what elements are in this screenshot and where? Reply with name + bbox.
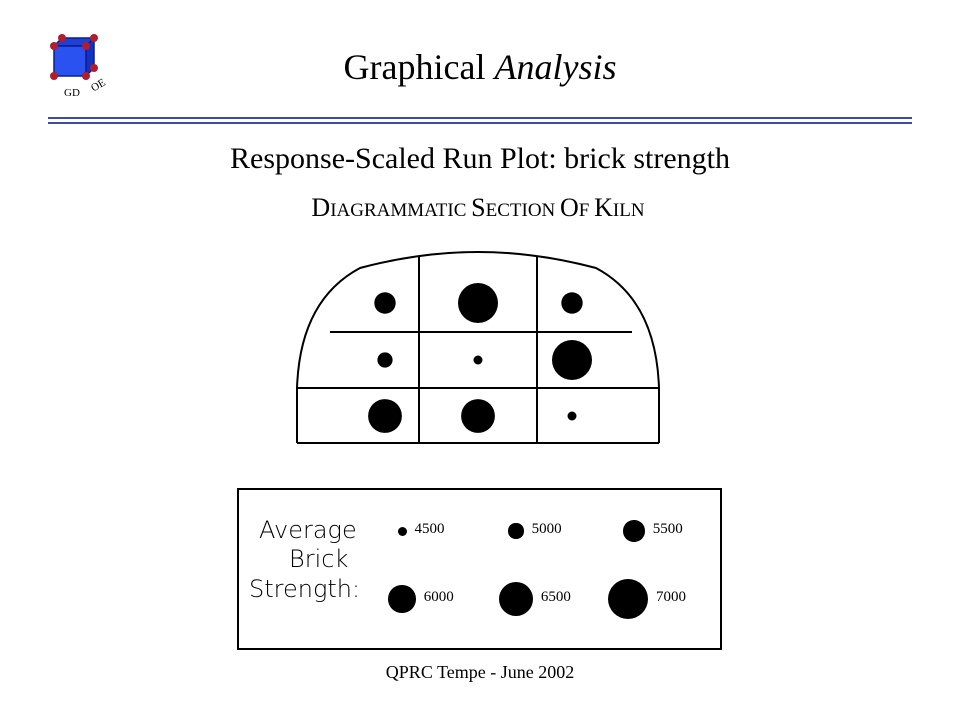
gdoe-logo: GD OE	[50, 34, 108, 98]
legend-value-5000: 5000	[531, 521, 562, 537]
kiln-dot-r1-c2	[458, 283, 498, 323]
kiln-dot-r3-c3	[567, 411, 577, 421]
kiln-dot-r2-c3	[552, 340, 592, 380]
kiln-diagram: DIAGRAMMATIC SECTION OF KILN	[296, 193, 660, 444]
kiln-dot-r1-c1	[374, 292, 396, 314]
diagram-title: DIAGRAMMATIC SECTION OF KILN	[311, 193, 644, 222]
svg-text:GD: GD	[64, 87, 80, 98]
kiln-dot-r2-c1	[377, 352, 393, 368]
legend-value-5500: 5500	[652, 521, 683, 537]
kiln-dots	[368, 283, 592, 433]
plot-subtitle: Response-Scaled Run Plot: brick strength	[230, 142, 730, 175]
title-italic: Analysis	[494, 47, 617, 87]
kiln-dot-r3-c1	[368, 399, 402, 433]
legend-label-line1: Average	[259, 516, 357, 544]
legend-value-4500: 4500	[414, 521, 445, 537]
kiln-dot-r1-c3	[561, 292, 583, 314]
legend-dot-7000	[608, 579, 648, 619]
legend-value-7000: 7000	[656, 589, 686, 605]
kiln-arch	[296, 250, 660, 443]
legend-dot-5500	[623, 520, 645, 542]
title-plain: Graphical	[343, 47, 486, 87]
legend-value-6500: 6500	[540, 589, 571, 605]
kiln-outline	[296, 250, 660, 444]
legend-label-line3: Strength:	[249, 575, 361, 603]
legend-box: Average Brick Strength: 4500 5000 5500 6000…	[237, 488, 722, 650]
kiln-dot-r3-c2	[461, 399, 495, 433]
header-rule-top	[48, 117, 912, 119]
header-rule-bottom	[48, 122, 912, 124]
footer-text: QPRC Tempe - June 2002	[385, 662, 575, 682]
page-title: Graphical Analysis	[0, 46, 960, 88]
legend-value-6000: 6000	[423, 589, 454, 605]
kiln-dot-r2-c2	[473, 355, 483, 365]
legend-dot-6500	[499, 582, 533, 616]
legend-dot-6000	[388, 585, 416, 613]
legend-dot-4500	[397, 526, 407, 536]
legend-dot-5000	[508, 523, 524, 539]
legend-label-line2: Brick	[289, 545, 349, 573]
